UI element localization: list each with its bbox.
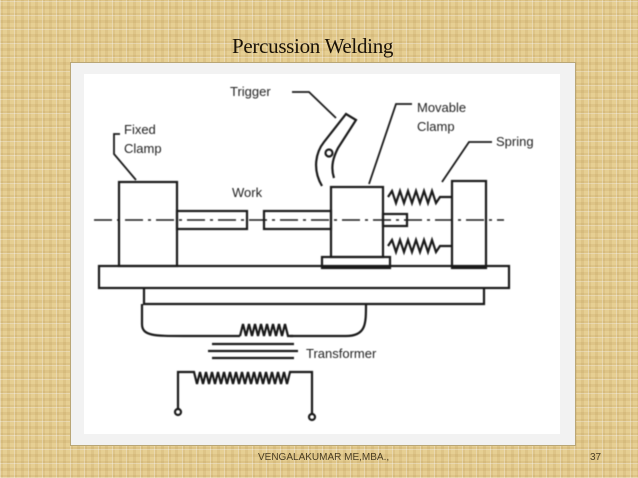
- primary-coil: [176, 370, 314, 414]
- movable-clamp-base: [320, 255, 392, 270]
- circuit-loop: [140, 303, 368, 338]
- lower-base: [142, 288, 486, 306]
- footer-author: VENGALAKUMAR ME,MBA.,: [258, 452, 390, 463]
- fixed-clamp-leader: [113, 133, 137, 181]
- label-trigger: Trigger: [230, 84, 271, 99]
- label-work: Work: [232, 185, 263, 200]
- label-movable-clamp-2: Clamp: [417, 119, 455, 134]
- secondary-coil: [238, 323, 293, 338]
- label-fixed-clamp-1: Fixed: [124, 122, 156, 137]
- work-piece-left: [175, 209, 249, 231]
- movable-clamp: [329, 185, 385, 259]
- slide-title: Percussion Welding: [232, 34, 394, 58]
- label-fixed-clamp-2: Clamp: [124, 141, 162, 156]
- trigger-lever: [315, 112, 358, 187]
- terminal-right: [307, 412, 317, 422]
- spring-lower: [387, 236, 452, 256]
- spring-upper: [387, 187, 452, 207]
- terminal-left: [173, 407, 183, 417]
- base-bed: [97, 264, 511, 290]
- label-transformer: Transformer: [306, 346, 377, 361]
- page-number: 37: [590, 452, 602, 463]
- percussion-welding-diagram: Trigger Movable Clamp Fixed Clamp Spring…: [84, 74, 560, 434]
- spring-block: [450, 179, 488, 270]
- movable-clamp-leader: [368, 103, 412, 185]
- fixed-clamp: [117, 180, 179, 268]
- label-spring: Spring: [496, 134, 534, 149]
- spring-leader: [441, 141, 492, 183]
- trigger-leader: [292, 91, 337, 119]
- trigger-pivot: [324, 148, 334, 158]
- label-movable-clamp-1: Movable: [417, 100, 466, 115]
